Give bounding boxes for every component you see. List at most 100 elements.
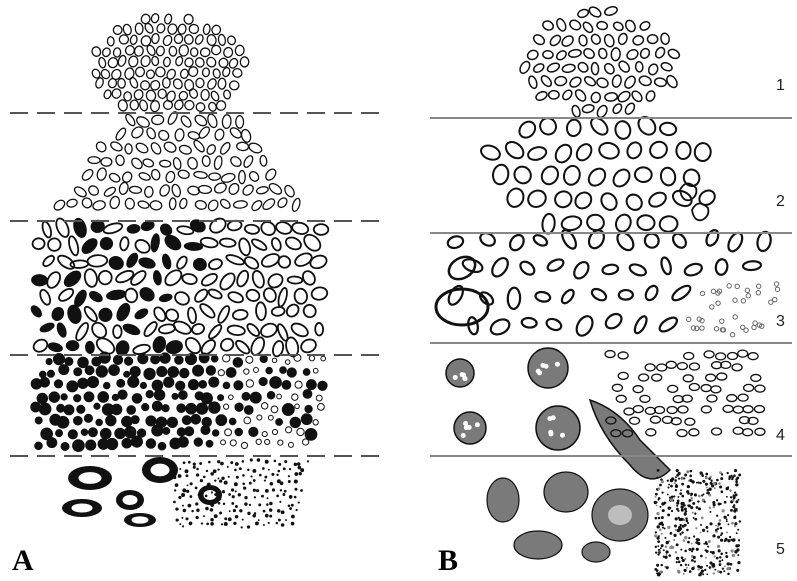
gland-oval xyxy=(552,189,574,210)
gland-cluster xyxy=(290,417,300,427)
single-cell xyxy=(705,483,708,486)
gland-oval xyxy=(107,56,119,69)
gland-cluster xyxy=(235,428,243,436)
dispersed-cell xyxy=(228,476,230,478)
single-cell xyxy=(726,519,728,521)
small-gland xyxy=(711,289,715,293)
dispersed-cell xyxy=(182,505,184,507)
gland-oval xyxy=(172,157,182,170)
fused-gland xyxy=(245,288,261,303)
dispersed-cell xyxy=(288,475,290,477)
gland-oval xyxy=(159,160,171,167)
single-cell xyxy=(656,569,659,572)
gland-oval xyxy=(140,55,152,68)
gland-chain xyxy=(618,372,628,379)
single-cell xyxy=(657,573,660,576)
dispersed-cell xyxy=(276,522,278,524)
dispersed-cell xyxy=(234,469,237,472)
dispersed-cell xyxy=(298,466,302,470)
gland-cluster xyxy=(272,429,277,434)
gland-oval xyxy=(507,232,526,252)
gland-cluster xyxy=(74,395,81,402)
dispersed-cell xyxy=(241,526,243,528)
dispersed-cell xyxy=(185,469,189,473)
gland-oval xyxy=(118,78,126,88)
fused-gland xyxy=(284,235,303,252)
fused-gland xyxy=(66,340,79,350)
gland-oval xyxy=(114,127,127,142)
single-cell xyxy=(692,512,694,514)
dispersed-cell xyxy=(298,501,300,503)
fused-gland xyxy=(271,306,285,316)
single-cell xyxy=(698,495,701,498)
gland-cluster xyxy=(106,415,116,425)
gland-oval xyxy=(276,196,289,209)
gland-oval xyxy=(250,199,263,212)
gland-cluster xyxy=(118,390,127,399)
fused-gland xyxy=(74,321,91,342)
cribriform-lumen xyxy=(475,422,480,427)
gland-oval xyxy=(603,311,624,331)
gland-oval xyxy=(140,13,151,25)
gland-oval xyxy=(184,34,194,44)
single-cell xyxy=(735,483,738,486)
gland-cluster xyxy=(303,369,310,376)
gland-oval xyxy=(236,116,244,129)
gland-chain xyxy=(743,429,753,436)
fused-gland xyxy=(29,304,43,319)
gland-cluster xyxy=(74,368,82,376)
gland-chain xyxy=(689,429,699,436)
small-gland xyxy=(710,305,714,309)
fused-gland xyxy=(207,288,223,301)
single-cell xyxy=(703,543,705,545)
small-gland xyxy=(700,326,704,330)
gland-oval xyxy=(446,284,466,307)
gland-oval xyxy=(549,91,559,100)
fused-gland xyxy=(122,322,142,337)
fused-gland xyxy=(173,290,191,307)
fused-gland xyxy=(289,321,310,339)
gland-cluster xyxy=(241,442,247,448)
fused-gland xyxy=(114,301,132,323)
dispersed-cell xyxy=(176,518,179,521)
gland-oval xyxy=(213,155,223,170)
single-cell xyxy=(661,480,664,483)
single-cell xyxy=(692,548,695,551)
single-cell xyxy=(712,501,715,504)
gland-cluster xyxy=(146,416,156,426)
single-cell xyxy=(736,532,738,534)
single-cell xyxy=(718,482,721,485)
single-cell xyxy=(685,564,687,566)
single-cell xyxy=(667,480,669,482)
dispersed-cell xyxy=(294,488,297,491)
gland-cluster xyxy=(249,427,258,436)
gland-chain xyxy=(712,428,722,435)
single-cell xyxy=(665,553,667,555)
single-cell xyxy=(697,568,699,570)
dispersed-cell xyxy=(235,515,238,518)
gland-cluster xyxy=(313,420,318,425)
gland-cluster xyxy=(216,415,227,426)
fused-gland xyxy=(245,322,261,338)
gland-cluster xyxy=(244,369,249,374)
dispersed-cell xyxy=(217,468,219,470)
single-cell xyxy=(727,573,730,576)
small-gland xyxy=(745,288,749,292)
gland-oval xyxy=(267,181,283,196)
gland-cluster xyxy=(164,377,174,387)
gland-oval xyxy=(611,48,621,61)
single-cell xyxy=(659,506,661,508)
gland-oval xyxy=(541,19,554,31)
gland-cluster xyxy=(218,395,224,401)
gland-oval xyxy=(625,48,639,62)
fused-gland xyxy=(300,269,317,287)
fused-gland xyxy=(270,237,282,252)
fused-gland xyxy=(198,302,217,320)
gland-oval xyxy=(264,167,278,182)
gland-chain xyxy=(616,395,626,402)
single-cell xyxy=(732,476,734,478)
gland-oval xyxy=(115,154,125,166)
single-cell xyxy=(676,508,679,511)
single-cell xyxy=(676,469,679,472)
gland-chain xyxy=(751,374,761,381)
